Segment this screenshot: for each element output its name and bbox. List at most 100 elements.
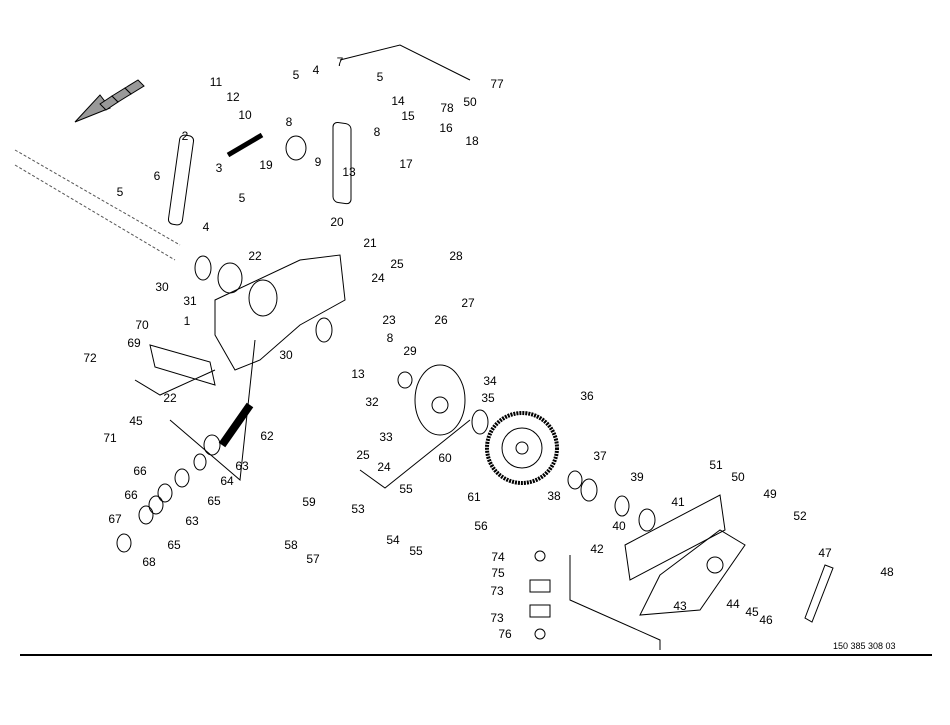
part-label: 15 xyxy=(401,109,415,123)
part-label: 22 xyxy=(163,391,177,405)
part-label: 40 xyxy=(612,519,626,533)
part-label: 25 xyxy=(390,257,404,271)
part-label: 52 xyxy=(793,509,807,523)
part-label: 5 xyxy=(238,191,246,205)
part-label: 8 xyxy=(386,331,394,345)
part-label: 11 xyxy=(209,75,223,89)
part-label: 6 xyxy=(153,169,161,183)
rings xyxy=(116,255,656,553)
part-label: 78 xyxy=(440,101,454,115)
part-label: 9 xyxy=(314,155,322,169)
part-label: 16 xyxy=(439,121,453,135)
part-label: 39 xyxy=(630,470,644,484)
part-label: 75 xyxy=(491,566,505,580)
part-label: 5 xyxy=(292,68,300,82)
arm-47 xyxy=(804,564,834,623)
part-label: 20 xyxy=(330,215,344,229)
part-label: 51 xyxy=(709,458,723,472)
part-label: 38 xyxy=(547,489,561,503)
part-label: 73 xyxy=(490,611,504,625)
part-label: 24 xyxy=(371,271,385,285)
forward-arrow-icon xyxy=(74,79,145,123)
gear-36 xyxy=(485,411,559,485)
part-label: 64 xyxy=(220,474,234,488)
part-label: 14 xyxy=(391,94,405,108)
bracket-43 xyxy=(639,529,746,616)
part-label: 4 xyxy=(202,220,210,234)
part-label: 62 xyxy=(260,429,274,443)
lever-2 xyxy=(167,134,195,226)
part-label: 27 xyxy=(461,296,475,310)
side-plate-42 xyxy=(624,494,726,581)
part-label: 21 xyxy=(363,236,377,250)
part-label: 60 xyxy=(438,451,452,465)
part-label: 26 xyxy=(434,313,448,327)
part-label: 63 xyxy=(235,459,249,473)
part-label: 50 xyxy=(731,470,745,484)
part-label: 65 xyxy=(167,538,181,552)
part-label: 66 xyxy=(133,464,147,478)
part-label: 37 xyxy=(593,449,607,463)
part-label: 19 xyxy=(259,158,273,172)
part-label: 25 xyxy=(356,448,370,462)
cover-33 xyxy=(414,364,466,436)
part-label: 31 xyxy=(183,294,197,308)
part-label: 74 xyxy=(491,550,505,564)
part-label: 24 xyxy=(377,460,391,474)
drive-shaft xyxy=(14,149,181,261)
part-label: 55 xyxy=(409,544,423,558)
part-label: 22 xyxy=(248,249,262,263)
part-label: 18 xyxy=(465,134,479,148)
part-label: 33 xyxy=(379,430,393,444)
gearbox-housing-1 xyxy=(214,254,346,371)
part-label: 36 xyxy=(580,389,594,403)
part-label: 67 xyxy=(108,512,122,526)
part-label: 8 xyxy=(373,125,381,139)
part-label: 4 xyxy=(312,63,320,77)
part-label: 61 xyxy=(467,490,481,504)
part-label: 48 xyxy=(880,565,894,579)
part-label: 13 xyxy=(351,367,365,381)
part-label: 55 xyxy=(399,482,413,496)
part-label: 34 xyxy=(483,374,497,388)
part-label: 17 xyxy=(399,157,413,171)
part-label: 12 xyxy=(226,90,240,104)
spring-19 xyxy=(226,132,264,158)
part-label: 13 xyxy=(342,165,356,179)
lever-bracket-7 xyxy=(332,121,352,205)
part-label: 59 xyxy=(302,495,316,509)
part-label: 72 xyxy=(83,351,97,365)
leader-lines xyxy=(134,44,661,650)
part-label: 45 xyxy=(745,605,759,619)
part-label: 7 xyxy=(336,55,344,69)
part-label: 28 xyxy=(449,249,463,263)
part-label: 65 xyxy=(207,494,221,508)
part-label: 47 xyxy=(818,546,832,560)
plate-69 xyxy=(149,344,216,386)
part-label: 50 xyxy=(463,95,477,109)
part-label: 63 xyxy=(185,514,199,528)
part-label: 69 xyxy=(127,336,141,350)
disc-9 xyxy=(285,135,307,161)
part-label: 35 xyxy=(481,391,495,405)
part-label: 66 xyxy=(124,488,138,502)
part-label: 70 xyxy=(135,318,149,332)
shaft-62 xyxy=(218,402,254,448)
part-label: 32 xyxy=(365,395,379,409)
part-label: 5 xyxy=(376,70,384,84)
part-label: 68 xyxy=(142,555,156,569)
part-label: 10 xyxy=(238,108,252,122)
part-label: 42 xyxy=(590,542,604,556)
part-label: 77 xyxy=(490,77,504,91)
part-label: 3 xyxy=(215,161,223,175)
part-label: 49 xyxy=(763,487,777,501)
part-label: 1 xyxy=(183,314,191,328)
part-label: 30 xyxy=(155,280,169,294)
drawing-number: 150 385 308 03 xyxy=(833,641,896,651)
part-label: 41 xyxy=(671,495,685,509)
part-label: 30 xyxy=(279,348,293,362)
part-label: 54 xyxy=(386,533,400,547)
part-label: 43 xyxy=(673,599,687,613)
part-label: 23 xyxy=(382,313,396,327)
